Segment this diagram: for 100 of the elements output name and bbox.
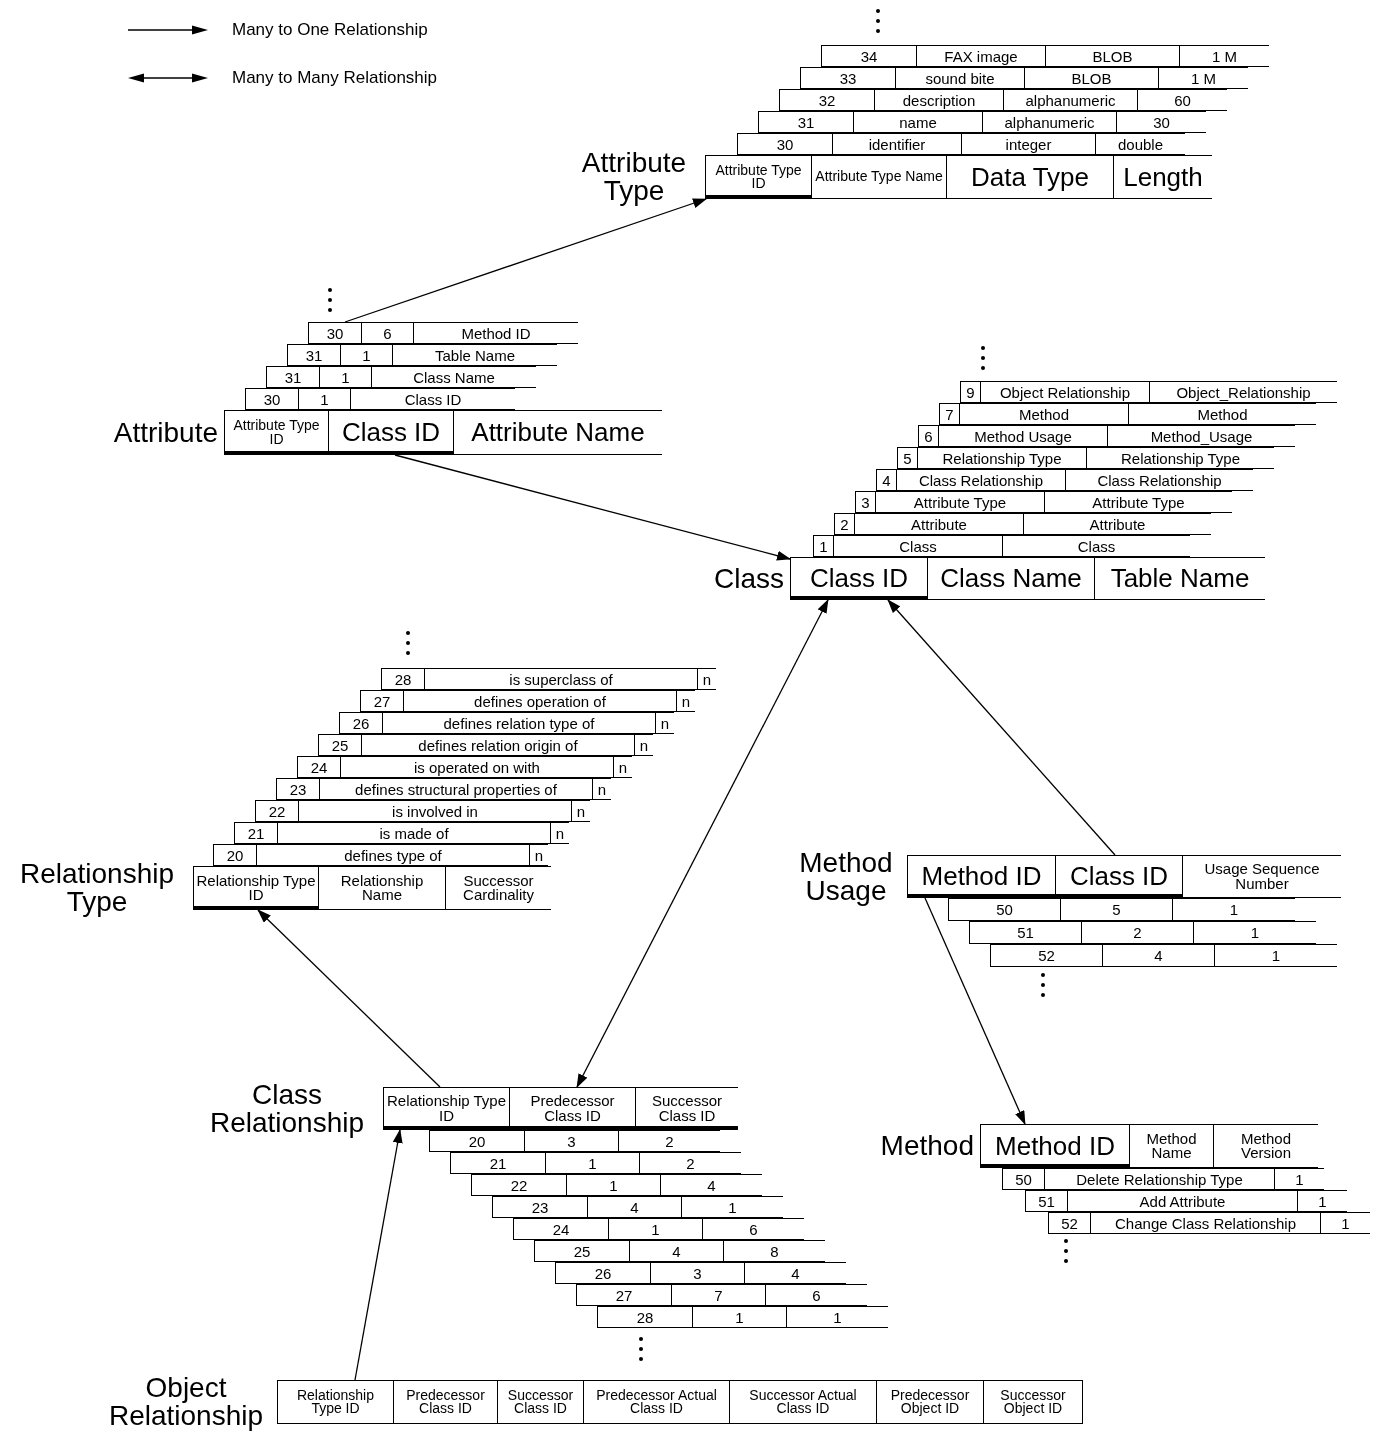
column-header: Relationship Name bbox=[319, 867, 446, 909]
data-cell-text: 2 bbox=[664, 1131, 675, 1151]
data-cell: 1 bbox=[546, 1153, 640, 1173]
data-cell: is made of bbox=[278, 823, 551, 843]
table-row bbox=[492, 1196, 783, 1218]
data-cell: description bbox=[875, 90, 1004, 110]
data-cell: 51 bbox=[1026, 1191, 1068, 1211]
column-header: Attribute Name bbox=[470, 416, 646, 450]
column-header: Attribute Type Name bbox=[812, 156, 947, 198]
column-header: Class Name bbox=[928, 558, 1095, 599]
table-row bbox=[737, 133, 1185, 155]
data-cell: 28 bbox=[382, 669, 425, 689]
data-cell: 20 bbox=[430, 1131, 525, 1151]
data-cell: FAX image bbox=[917, 46, 1046, 66]
data-cell-text: 30 bbox=[1152, 112, 1171, 132]
data-cell: Add Attribute bbox=[1068, 1191, 1298, 1211]
data-cell-text: 1 bbox=[1228, 900, 1240, 920]
data-cell: 25 bbox=[535, 1241, 630, 1261]
table-row bbox=[513, 1218, 804, 1240]
data-cell-text: 4 bbox=[790, 1263, 801, 1283]
data-cell: 27 bbox=[361, 691, 404, 711]
data-cell-text: 1 bbox=[1317, 1191, 1328, 1211]
data-cell: 6 bbox=[362, 323, 414, 343]
table-row bbox=[948, 898, 1295, 921]
data-cell: 7 bbox=[672, 1285, 766, 1305]
data-cell: is superclass of bbox=[425, 669, 698, 689]
data-cell: BLOB bbox=[1025, 68, 1159, 88]
table-row bbox=[876, 469, 1253, 491]
column-header: Data Type bbox=[947, 156, 1114, 198]
column-header: Length bbox=[1122, 160, 1204, 194]
data-cell: Class bbox=[834, 536, 1003, 556]
table-name: Method bbox=[880, 1132, 974, 1160]
data-cell-text: n bbox=[638, 735, 650, 755]
data-cell: BLOB bbox=[1046, 46, 1180, 66]
data-cell: 21 bbox=[235, 823, 278, 843]
data-cell-text: Table Name bbox=[433, 345, 516, 365]
data-cell: 30 bbox=[246, 389, 299, 409]
data-cell: 4 bbox=[1103, 945, 1215, 966]
table-row bbox=[821, 45, 1269, 67]
data-cell: 4 bbox=[630, 1241, 724, 1261]
column-header: Attribute Type ID bbox=[225, 411, 329, 454]
column-header: Method ID bbox=[908, 856, 1056, 897]
data-cell: Method Usage bbox=[939, 426, 1108, 446]
data-cell-text: n bbox=[680, 691, 692, 711]
data-cell: 50 bbox=[1003, 1169, 1045, 1189]
legend-label: Many to Many Relationship bbox=[232, 68, 438, 88]
data-cell: integer bbox=[962, 134, 1096, 154]
data-cell-text: 1 bbox=[1270, 946, 1282, 966]
table-row bbox=[834, 513, 1211, 535]
data-cell: 30 bbox=[309, 323, 362, 343]
table-row bbox=[1002, 1168, 1324, 1190]
column-header: Successor Object ID bbox=[984, 1381, 1083, 1423]
data-cell: 23 bbox=[493, 1197, 588, 1217]
data-cell: 31 bbox=[288, 345, 341, 365]
data-cell-text: Method bbox=[1196, 404, 1249, 424]
data-cell: 23 bbox=[277, 779, 320, 799]
data-cell: 7 bbox=[940, 404, 960, 424]
column-header: Successor Class ID bbox=[636, 1088, 738, 1129]
data-cell: Relationship Type bbox=[918, 448, 1087, 468]
data-cell: 6 bbox=[919, 426, 939, 446]
table-name: Class Relationship bbox=[208, 1080, 366, 1137]
data-cell: Attribute Type bbox=[876, 492, 1045, 512]
table-row bbox=[918, 425, 1295, 447]
data-cell: alphanumeric bbox=[983, 112, 1117, 132]
data-cell: 24 bbox=[514, 1219, 609, 1239]
data-cell: 2 bbox=[1082, 922, 1194, 943]
data-cell-text: 1 M bbox=[1211, 46, 1238, 66]
table-row bbox=[576, 1284, 867, 1306]
table-row bbox=[287, 344, 557, 366]
column-header: Method Version bbox=[1239, 1128, 1292, 1163]
data-cell-text: 1 bbox=[727, 1197, 738, 1217]
column-header: Relationship Type ID bbox=[384, 1088, 510, 1129]
data-cell: 25 bbox=[319, 735, 362, 755]
data-cell-text: Relationship Type bbox=[1120, 448, 1241, 468]
column-header: Method Name bbox=[1130, 1125, 1214, 1167]
data-cell: defines relation type of bbox=[383, 713, 656, 733]
data-cell: 3 bbox=[856, 492, 876, 512]
column-header: Method ID bbox=[981, 1125, 1130, 1167]
data-cell: 1 bbox=[567, 1175, 661, 1195]
table-row bbox=[339, 712, 674, 734]
data-cell: identifier bbox=[833, 134, 962, 154]
data-cell: Object Relationship bbox=[981, 382, 1150, 402]
arrow bbox=[394, 454, 791, 561]
arrow bbox=[924, 897, 1026, 1125]
table-name: Class bbox=[714, 564, 784, 593]
data-cell: 20 bbox=[214, 845, 257, 865]
data-cell: 1 bbox=[299, 389, 351, 409]
data-cell-text: Class Name bbox=[412, 367, 496, 387]
table-row bbox=[779, 89, 1227, 111]
data-cell-text: n bbox=[659, 713, 671, 733]
table-row bbox=[555, 1262, 846, 1284]
data-cell: 22 bbox=[256, 801, 299, 821]
column-header: Class ID bbox=[791, 558, 928, 599]
table-row bbox=[276, 778, 611, 800]
data-cell: Delete Relationship Type bbox=[1045, 1169, 1275, 1189]
table-row bbox=[990, 944, 1337, 967]
table-name: Attribute Type bbox=[580, 149, 688, 205]
table-row bbox=[266, 366, 536, 388]
legend-label: Many to One Relationship bbox=[232, 20, 428, 40]
table-row bbox=[381, 668, 716, 690]
